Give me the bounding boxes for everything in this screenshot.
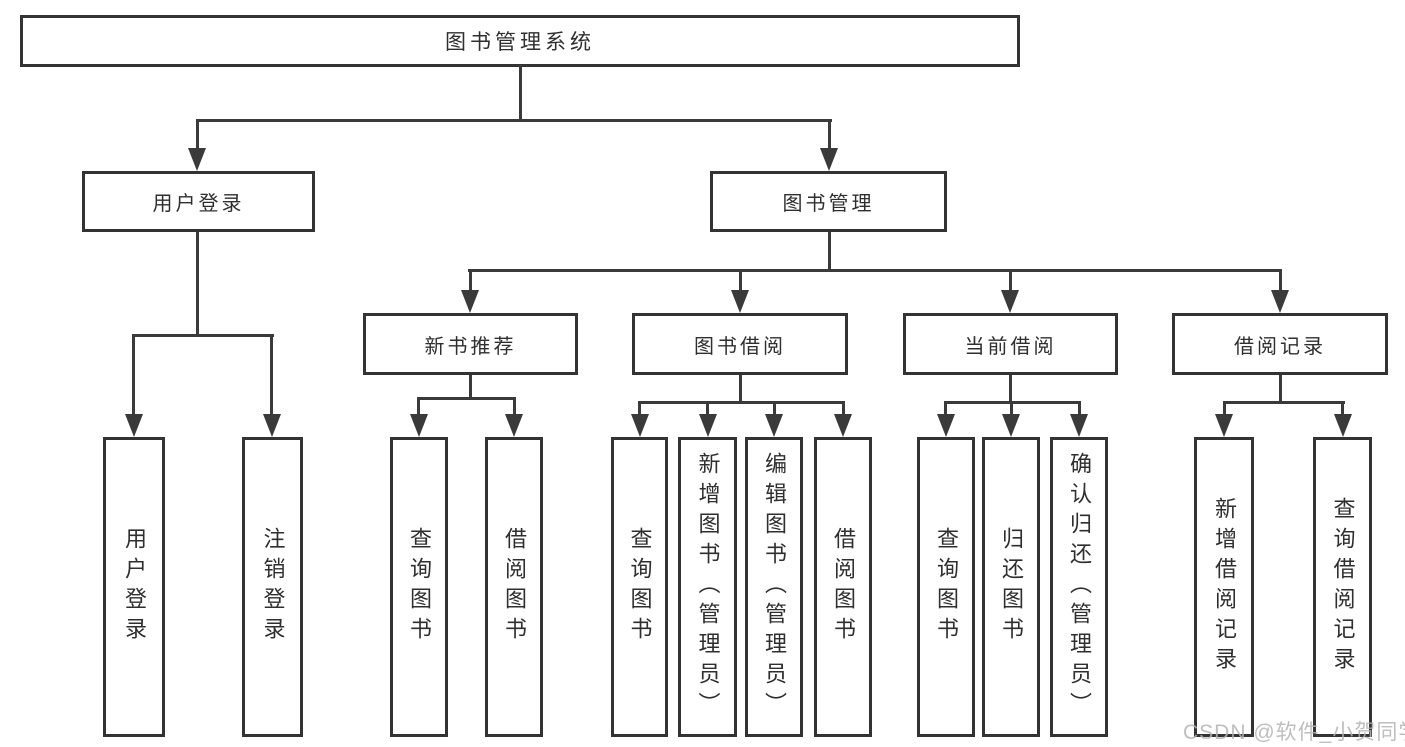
node-current-borrow: 当前借阅 <box>903 313 1118 375</box>
connector-drop <box>1223 401 1226 418</box>
arrowhead-down-icon <box>765 414 783 437</box>
node-label: 归还图书 <box>999 527 1024 647</box>
node-label: 图书借阅 <box>694 335 786 358</box>
node-label: 借阅记录 <box>1234 335 1326 358</box>
connector-newbook-bus <box>417 397 516 400</box>
node-label: 用户登录 <box>152 193 245 215</box>
node-label: 新增借阅记录 <box>1212 497 1237 677</box>
connector-newbook-stem <box>469 375 472 400</box>
arrowhead-down-icon <box>834 414 852 437</box>
leaf-edit-book-admin: 编辑图书（管理员） <box>745 437 803 737</box>
node-library-management-system: 图书管理系统 <box>20 15 1020 67</box>
arrowhead-down-icon <box>188 148 206 171</box>
node-label: 新书推荐 <box>424 335 517 358</box>
connector-drop <box>638 401 641 418</box>
leaf-borrow-book-newbook: 借阅图书 <box>485 437 543 737</box>
arrowhead-down-icon <box>1271 290 1289 313</box>
connector-drop <box>1341 401 1344 418</box>
arrowhead-down-icon <box>1001 290 1019 313</box>
connector-borrowrecord-bus <box>1223 401 1345 404</box>
connector-bookborrow-stem <box>739 375 742 404</box>
connector-drop <box>469 269 472 295</box>
leaf-confirm-return-admin: 确认归还（管理员） <box>1050 437 1108 737</box>
node-label: 图书管理 <box>782 193 875 215</box>
node-label: 注销登录 <box>260 527 286 647</box>
leaf-query-book-current: 查询图书 <box>917 437 975 737</box>
connector-drop <box>706 401 709 418</box>
node-label: 查询借阅记录 <box>1330 497 1356 677</box>
leaf-borrow-book: 借阅图书 <box>814 437 872 737</box>
connector-currentborrow-stem <box>1009 375 1012 404</box>
connector-bookmgmt-stem <box>828 232 831 272</box>
node-label: 编辑图书（管理员） <box>762 452 787 722</box>
node-label: 用户登录 <box>122 527 147 647</box>
arrowhead-down-icon <box>505 414 523 437</box>
node-label: 借阅图书 <box>831 527 856 647</box>
connector-drop <box>1279 269 1282 295</box>
connector-drop-user-login <box>196 119 199 152</box>
connector-drop <box>773 401 776 418</box>
connector-drop <box>132 334 135 418</box>
connector-drop-book-management <box>828 119 831 152</box>
connector-drop <box>1009 269 1012 295</box>
arrowhead-down-icon <box>263 414 281 437</box>
connector-bookborrow-bus <box>638 401 845 404</box>
leaf-return-book: 归还图书 <box>982 437 1040 737</box>
connector-userlogin-bus <box>132 334 274 337</box>
arrowhead-down-icon <box>410 414 428 437</box>
arrowhead-down-icon <box>125 414 143 437</box>
connector-drop <box>1010 401 1013 418</box>
arrowhead-down-icon <box>699 414 717 437</box>
connector-userlogin-stem <box>196 232 199 337</box>
connector-drop <box>1078 401 1081 418</box>
leaf-user-login: 用户登录 <box>103 437 165 737</box>
node-user-login: 用户登录 <box>82 171 315 232</box>
connector-drop <box>739 269 742 295</box>
connector-root-stem <box>519 65 522 121</box>
leaf-add-borrow-record: 新增借阅记录 <box>1194 437 1254 737</box>
connector-drop <box>417 397 420 418</box>
node-borrow-record: 借阅记录 <box>1172 313 1388 375</box>
arrowhead-down-icon <box>731 290 749 313</box>
arrowhead-down-icon <box>1070 414 1088 437</box>
leaf-query-book-newbook: 查询图书 <box>390 437 448 737</box>
connector-drop <box>270 334 273 418</box>
arrowhead-down-icon <box>937 414 955 437</box>
node-book-borrow: 图书借阅 <box>632 313 848 375</box>
leaf-add-book-admin: 新增图书（管理员） <box>678 437 737 737</box>
connector-root-bus <box>196 119 832 122</box>
arrowhead-down-icon <box>820 148 838 171</box>
leaf-logout: 注销登录 <box>242 437 303 737</box>
connector-drop <box>513 397 516 418</box>
node-label: 确认归还（管理员） <box>1067 452 1092 722</box>
leaf-query-book-borrow: 查询图书 <box>611 437 668 737</box>
arrowhead-down-icon <box>1334 414 1352 437</box>
connector-borrowrecord-stem <box>1279 375 1282 404</box>
connector-drop <box>944 401 947 418</box>
leaf-query-borrow-record: 查询借阅记录 <box>1313 437 1372 737</box>
node-label: 查询图书 <box>934 527 959 647</box>
connector-drop <box>842 401 845 418</box>
node-label: 查询图书 <box>407 527 432 647</box>
arrowhead-down-icon <box>631 414 649 437</box>
arrowhead-down-icon <box>1215 414 1233 437</box>
node-label: 当前借阅 <box>964 335 1057 358</box>
arrowhead-down-icon <box>461 290 479 313</box>
node-label: 借阅图书 <box>502 527 527 647</box>
arrowhead-down-icon <box>1002 414 1020 437</box>
csdn-watermark: CSDN @软件_小贺同学 <box>1183 721 1405 744</box>
node-label: 新增图书（管理员） <box>695 452 721 722</box>
node-label: 图书管理系统 <box>445 31 595 54</box>
node-book-management: 图书管理 <box>710 171 947 232</box>
connector-bookmgmt-bus <box>468 269 1282 272</box>
node-label: 查询图书 <box>627 527 653 647</box>
node-new-book-recommend: 新书推荐 <box>363 313 578 375</box>
